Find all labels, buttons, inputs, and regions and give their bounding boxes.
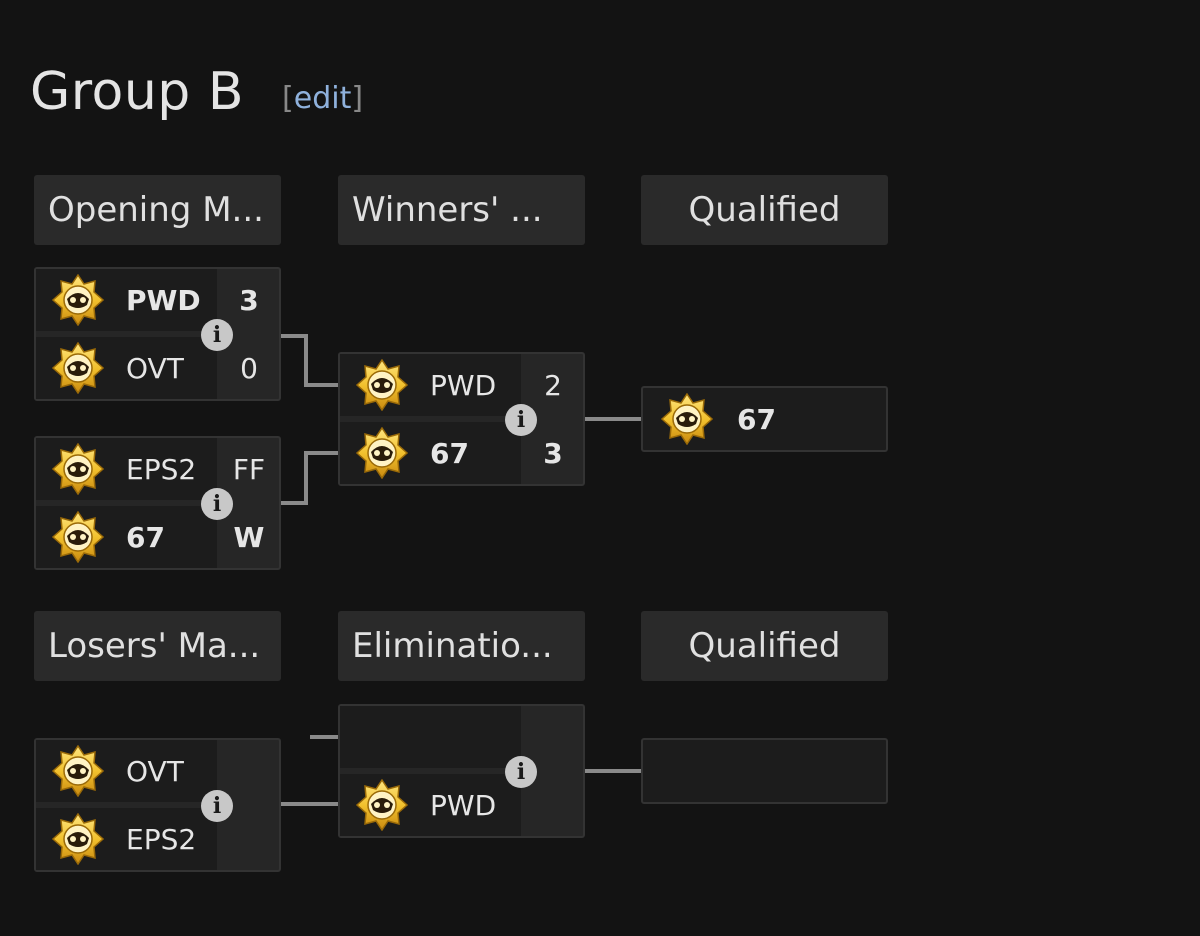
round-header-losers: Losers' Ma... [34, 611, 281, 681]
score: 2 [544, 368, 562, 402]
team-name: PWD [126, 283, 201, 317]
score: FF [232, 452, 266, 486]
round-header-opening: Opening M... [34, 175, 281, 245]
match-row[interactable]: 67 [340, 422, 521, 484]
match-row[interactable]: PWD [340, 774, 521, 836]
star-badge-icon [356, 779, 408, 831]
match-row[interactable]: EPS2 [36, 438, 217, 500]
match-row[interactable]: EPS2 [36, 808, 217, 870]
score: W [233, 520, 265, 554]
match-row[interactable]: PWD [340, 354, 521, 416]
info-icon[interactable]: i [505, 404, 537, 436]
round-header-elimination: Eliminatio... [338, 611, 585, 681]
team-name: 67 [126, 520, 165, 554]
star-badge-icon [356, 359, 408, 411]
qualified-slot-lower[interactable] [641, 738, 888, 804]
info-icon[interactable]: i [201, 319, 233, 351]
score: 3 [543, 436, 563, 470]
match-opening-1: PWD 3 OVT 0 i [34, 267, 281, 401]
score: 3 [239, 283, 259, 317]
team-name: 67 [737, 402, 776, 436]
score [523, 706, 583, 768]
score: 0 [240, 351, 258, 385]
info-icon[interactable]: i [201, 790, 233, 822]
match-row[interactable]: 67 [36, 506, 217, 568]
match-row[interactable]: OVT [36, 740, 217, 802]
round-header-qualified-lower: Qualified [641, 611, 888, 681]
team-name: PWD [430, 368, 497, 402]
match-winners: PWD 2 67 3 i [338, 352, 585, 486]
edit-link[interactable]: edit [293, 81, 352, 116]
star-badge-icon [52, 443, 104, 495]
info-icon[interactable]: i [505, 756, 537, 788]
match-opening-2: EPS2 FF 67 W i [34, 436, 281, 570]
star-badge-icon [52, 342, 104, 394]
round-header-winners: Winners' ... [338, 175, 585, 245]
match-row[interactable]: OVT [36, 337, 217, 399]
team-name: PWD [430, 788, 497, 822]
team-name: EPS2 [126, 822, 197, 856]
info-icon[interactable]: i [201, 488, 233, 520]
star-badge-icon [356, 427, 408, 479]
team-name: OVT [126, 754, 184, 788]
star-badge-icon [52, 745, 104, 797]
star-badge-icon [52, 813, 104, 865]
star-badge-icon [52, 511, 104, 563]
star-badge-icon [52, 274, 104, 326]
match-row[interactable]: PWD [36, 269, 217, 331]
team-name: 67 [430, 436, 469, 470]
match-elimination: PWD i [338, 704, 585, 838]
qualified-slot-upper[interactable]: 67 [641, 386, 888, 452]
team-name: EPS2 [126, 452, 197, 486]
star-badge-icon [661, 393, 713, 445]
round-header-qualified-upper: Qualified [641, 175, 888, 245]
match-row-empty[interactable] [340, 706, 521, 768]
edit-bracket: [edit] [282, 81, 364, 116]
page-title: Group B [30, 62, 245, 122]
score [219, 740, 279, 802]
team-name: OVT [126, 351, 184, 385]
match-losers: OVT EPS2 i [34, 738, 281, 872]
